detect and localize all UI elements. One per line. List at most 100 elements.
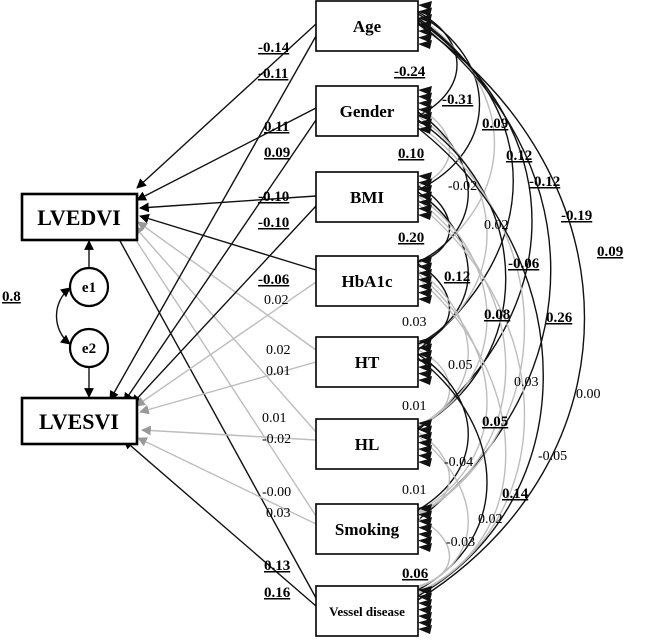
error-e1-label: e1 bbox=[82, 280, 96, 296]
predictor-label: Vessel disease bbox=[329, 604, 405, 619]
arrowhead-mark bbox=[418, 282, 432, 291]
corr-label: -0.31 bbox=[442, 92, 473, 108]
coef-age-lvesvi: -0.11 bbox=[258, 66, 288, 82]
outcome-lvedvi: LVEDVI bbox=[20, 192, 139, 242]
arrowhead-mark bbox=[418, 14, 432, 23]
coef-vessel-lvedvi: 0.13 bbox=[264, 558, 290, 574]
coef-age-lvedvi: -0.14 bbox=[258, 40, 290, 56]
arrowhead-mark bbox=[418, 523, 432, 533]
outcome-boxes: LVEDVI LVESVI bbox=[20, 192, 139, 446]
predictor-label: HL bbox=[355, 435, 380, 454]
coef-gender-lvedvi: 0.11 bbox=[264, 119, 289, 135]
arrowhead-mark bbox=[418, 20, 432, 30]
coef-hba1c-lvesvi: 0.02 bbox=[264, 293, 289, 308]
corr-label: -0.06 bbox=[508, 256, 540, 272]
arrowhead-mark bbox=[418, 599, 432, 608]
arrowhead-mark bbox=[418, 625, 432, 634]
arrowhead-mark bbox=[418, 7, 432, 17]
arrowhead-mark bbox=[418, 178, 432, 188]
arrowhead-mark bbox=[418, 438, 432, 448]
arrowhead-mark bbox=[418, 425, 432, 435]
error-e2 bbox=[68, 327, 110, 369]
corr-label: -0.04 bbox=[444, 455, 473, 470]
arrowhead-mark bbox=[418, 105, 432, 115]
arrowhead-mark bbox=[418, 517, 432, 526]
corr-label: 0.20 bbox=[398, 230, 424, 246]
coef-bmi-lvedvi: -0.10 bbox=[258, 189, 289, 205]
outcome-label: LVESVI bbox=[39, 409, 119, 434]
coef-ht-lvesvi: 0.01 bbox=[266, 364, 291, 379]
arrowhead-mark bbox=[418, 99, 432, 108]
arrowhead-mark bbox=[418, 191, 432, 201]
lvesvi-arrows bbox=[109, 35, 317, 607]
outcome-lvesvi: LVESVI bbox=[20, 396, 139, 446]
corr-label: 0.09 bbox=[482, 116, 508, 132]
corr-label: 0.10 bbox=[398, 146, 424, 162]
arrowhead-mark bbox=[418, 618, 432, 628]
predictor-hba1c: HbA1c bbox=[315, 255, 419, 307]
error-e1 bbox=[68, 266, 110, 308]
corr-label: -0.03 bbox=[446, 535, 475, 550]
arrowhead-mark bbox=[418, 33, 432, 43]
predictor-label: HbA1c bbox=[342, 272, 393, 291]
arrowhead-mark bbox=[418, 350, 432, 359]
arrowhead-mark bbox=[418, 592, 432, 602]
arrowhead-mark bbox=[418, 612, 432, 621]
arrowhead-mark bbox=[418, 92, 432, 102]
arrowhead-mark bbox=[418, 586, 432, 595]
arrowhead-mark bbox=[418, 419, 432, 428]
coef-smoking-lvesvi: 0.03 bbox=[266, 506, 291, 521]
arrowhead-mark bbox=[418, 543, 432, 552]
arrowhead-mark bbox=[418, 536, 432, 546]
corr-label: 0.12 bbox=[506, 148, 532, 164]
arrowhead-mark bbox=[418, 1, 432, 10]
predictor-label: HT bbox=[355, 353, 380, 372]
corr-label: 0.00 bbox=[576, 387, 601, 402]
predictor-boxes: Age Gender BMI HbA1c HT HL Smoking Vess bbox=[315, 0, 419, 637]
corr-label: -0.24 bbox=[394, 64, 426, 80]
arrowhead-mark bbox=[418, 211, 432, 220]
arrowhead-mark bbox=[418, 376, 432, 385]
arrowhead-mark bbox=[418, 458, 432, 467]
arrowhead-mark bbox=[418, 530, 432, 539]
coef-gender-lvesvi: 0.09 bbox=[264, 145, 290, 161]
arrowhead-mark bbox=[418, 451, 432, 461]
corr-label: -0.12 bbox=[529, 174, 560, 190]
coef-hl-lvedvi: 0.01 bbox=[262, 411, 287, 426]
arrowhead-mark bbox=[418, 275, 432, 285]
predictor-smoking: Smoking bbox=[315, 503, 419, 555]
predictor-ht: HT bbox=[315, 336, 419, 388]
arrowhead-mark bbox=[418, 605, 432, 615]
predictor-label: BMI bbox=[350, 188, 384, 207]
corr-label: 0.09 bbox=[597, 244, 623, 260]
arrowhead-mark bbox=[418, 198, 432, 207]
arrowhead-clusters bbox=[418, 1, 432, 634]
error-e2-label: e2 bbox=[82, 341, 96, 357]
corr-label: 0.08 bbox=[484, 307, 510, 323]
arrowhead-mark bbox=[418, 172, 432, 181]
arrowhead-mark bbox=[418, 125, 432, 134]
arrowhead-mark bbox=[418, 262, 432, 272]
corr-label: 0.14 bbox=[502, 486, 529, 502]
arrowhead-mark bbox=[418, 510, 432, 520]
coef-hba1c-lvedvi: -0.06 bbox=[258, 272, 290, 288]
corr-label: 0.05 bbox=[448, 358, 473, 373]
corr-label: 0.12 bbox=[444, 269, 470, 285]
outcome-label: LVEDVI bbox=[37, 205, 121, 230]
predictor-hl: HL bbox=[315, 418, 419, 470]
arrowhead-mark bbox=[418, 295, 432, 304]
arrowhead-mark bbox=[418, 445, 432, 454]
corr-label: 0.05 bbox=[482, 414, 508, 430]
corr-label: -0.02 bbox=[448, 179, 477, 194]
lvedvi-arrows bbox=[113, 23, 317, 599]
predictor-label: Age bbox=[353, 17, 382, 36]
arrowhead-mark bbox=[418, 337, 432, 346]
arrowhead-mark bbox=[418, 369, 432, 379]
arrowhead-mark bbox=[418, 256, 432, 265]
corr-label: 0.01 bbox=[402, 483, 427, 498]
arrowhead-mark bbox=[418, 118, 432, 128]
arrowhead-mark bbox=[418, 363, 432, 372]
correlation-labels: -0.24 -0.31 0.09 0.12 -0.12 -0.19 0.09 0… bbox=[394, 64, 623, 582]
arrowhead-mark bbox=[418, 27, 432, 36]
